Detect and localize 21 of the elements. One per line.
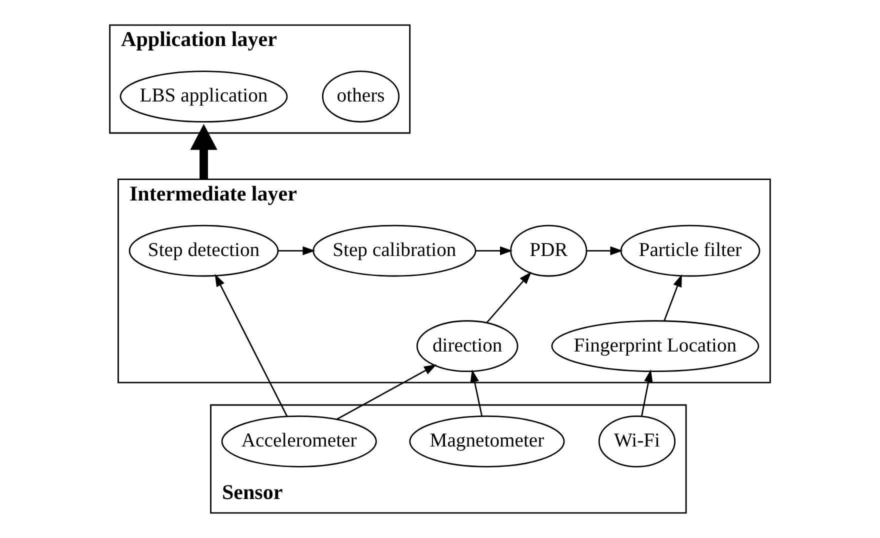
node-ellipse: Wi-Fi — [598, 416, 676, 468]
arrow — [190, 124, 218, 180]
arrow — [214, 274, 288, 417]
arrow — [336, 364, 437, 420]
node-ellipse: Step calibration — [312, 224, 476, 277]
node-ellipse: Step detection — [128, 224, 279, 277]
node-ellipse: Fingerprint Location — [551, 320, 760, 372]
node-ellipse: Particle filter — [620, 224, 760, 277]
node-ellipse: direction — [416, 320, 518, 372]
arrow — [470, 370, 483, 416]
node-ellipse: PDR — [510, 224, 588, 277]
node-ellipse: Magnetometer — [409, 416, 565, 468]
arrow — [476, 246, 513, 256]
arrow — [278, 246, 316, 256]
arrow — [641, 370, 653, 416]
arrow — [486, 272, 532, 324]
arrow — [586, 246, 623, 256]
node-ellipse: LBS application — [120, 70, 288, 122]
arrow — [664, 274, 682, 322]
node-ellipse: others — [322, 70, 400, 122]
node-ellipse: Accelerometer — [221, 416, 377, 468]
